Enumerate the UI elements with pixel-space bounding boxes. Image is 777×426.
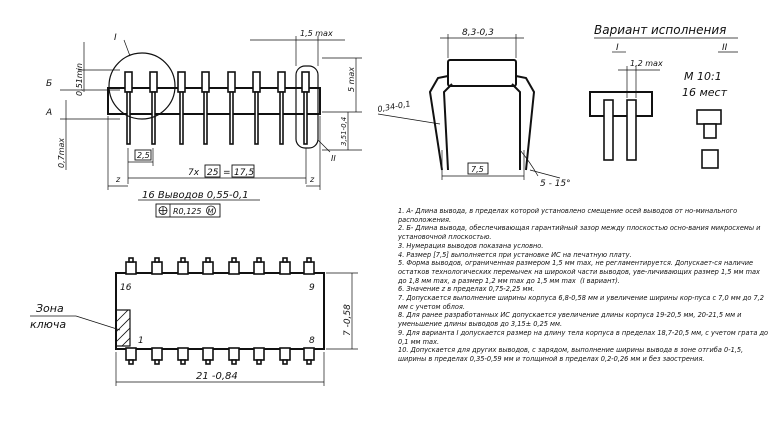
pin (252, 71, 261, 145)
pin-8-label: 8 (309, 336, 315, 346)
label-B: Б (46, 79, 52, 89)
dim-0-51-min: 0,51min (75, 63, 84, 96)
dim-5-max: 5 max (347, 67, 356, 92)
variants: Вариант исполнения I II 1,2 max М 10:1 1… (589, 23, 738, 169)
dim-lead-thickness: 0,34-0,1 (377, 99, 411, 114)
dim-z-right: z (309, 175, 315, 184)
dim-0-7-max: 0,7max (57, 138, 66, 168)
bottom-bottom-pins (125, 347, 315, 365)
dim-7-5: 7,5 (471, 165, 484, 174)
pin (177, 71, 186, 145)
top-view-body (107, 87, 321, 115)
dim-1-2-max: 1,2 max (630, 59, 663, 68)
top-view: II I 0,51min 0,7max Б А 1,5 max 5 max 3,… (45, 29, 362, 218)
pin (201, 71, 210, 145)
note-item: 2. Б- Длина вывода, обеспечивающая гаран… (398, 224, 763, 242)
pin-16-label: 16 (120, 283, 132, 293)
pin-1-label: 1 (138, 336, 144, 346)
pins-label: 16 Выводов 0,55-0,1 (142, 190, 249, 201)
pin (277, 71, 286, 145)
tolerance-r: R0,125 (173, 207, 201, 216)
dim-angle: 5 - 15° (540, 179, 571, 189)
scale-label: М 10:1 (684, 70, 722, 83)
zone-label-line2: ключа (30, 318, 66, 331)
zone-label-line1: Зона (36, 302, 64, 315)
note-item: 4. Размер [7,5] выполняется при установк… (398, 250, 632, 259)
label-II: II (331, 154, 336, 163)
dim-length: 21 -0,84 (196, 371, 238, 382)
note-item: 10. Допускается для других выводов, с за… (398, 346, 746, 363)
variant-II-shoulder (696, 109, 722, 125)
side-lead-right (515, 75, 536, 171)
dim-1-5-max: 1,5 max (300, 29, 333, 38)
places-label: 16 мест (682, 86, 728, 99)
pin-9-label: 9 (309, 283, 315, 293)
pin (301, 71, 310, 145)
dim-pitch-prefix: 7x (188, 168, 200, 178)
pin (124, 71, 133, 145)
pin (227, 71, 236, 145)
label-I: I (114, 33, 117, 43)
bottom-top-pins (125, 257, 315, 275)
note-item: 9. Для варианта I допускается размер на … (398, 328, 771, 346)
detail-circle-I (108, 52, 176, 120)
dim-3-51: 3,51-0,4 (340, 117, 348, 146)
bottom-view-body (115, 272, 325, 350)
note-item: 5. Форма выводов, ограниченная размером … (398, 259, 763, 285)
note-item: 6. Значение z в пределах 0,75-2,25 мм. (398, 285, 535, 294)
dim-2-5: 2,5 (137, 151, 150, 160)
dim-height: 7 -0,58 (343, 304, 353, 336)
variants-title: Вариант исполнения (594, 23, 726, 37)
dim-z-left: z (115, 175, 121, 184)
side-lead-left (428, 75, 449, 171)
variant-I-label: I (616, 43, 619, 53)
note-item: 7. Допускается выполнение ширины корпуса… (398, 294, 767, 311)
note-item: 3. Нумерация выводов показана условно. (398, 241, 544, 250)
tolerance-m: M (208, 208, 214, 216)
dim-pitch-eq: = (223, 168, 231, 178)
side-view-body (447, 59, 517, 87)
dim-pitch-total: 17,5 (234, 168, 254, 178)
bottom-view: 16 9 1 8 Зона ключа 21 -0,84 7 -0,58 (30, 257, 358, 386)
variant-II-label: II (722, 43, 728, 53)
detail-oval-II (295, 65, 319, 149)
label-A: А (45, 108, 52, 118)
dim-pitch-box: 25 (207, 168, 219, 178)
note-item: 8. Для ранее разработанных ИС допускаетс… (398, 311, 744, 329)
notes-block: 1. А- Длина вывода, в пределах которой у… (398, 207, 770, 364)
dim-width: 8,3-0,3 (462, 28, 494, 38)
top-view-pins (124, 71, 310, 145)
variant-I-body (589, 91, 653, 117)
side-view: 8,3-0,3 0,34-0,1 7,5 5 - 15° (377, 28, 571, 189)
note-item: 1. А- Длина вывода, в пределах которой у… (398, 207, 740, 224)
